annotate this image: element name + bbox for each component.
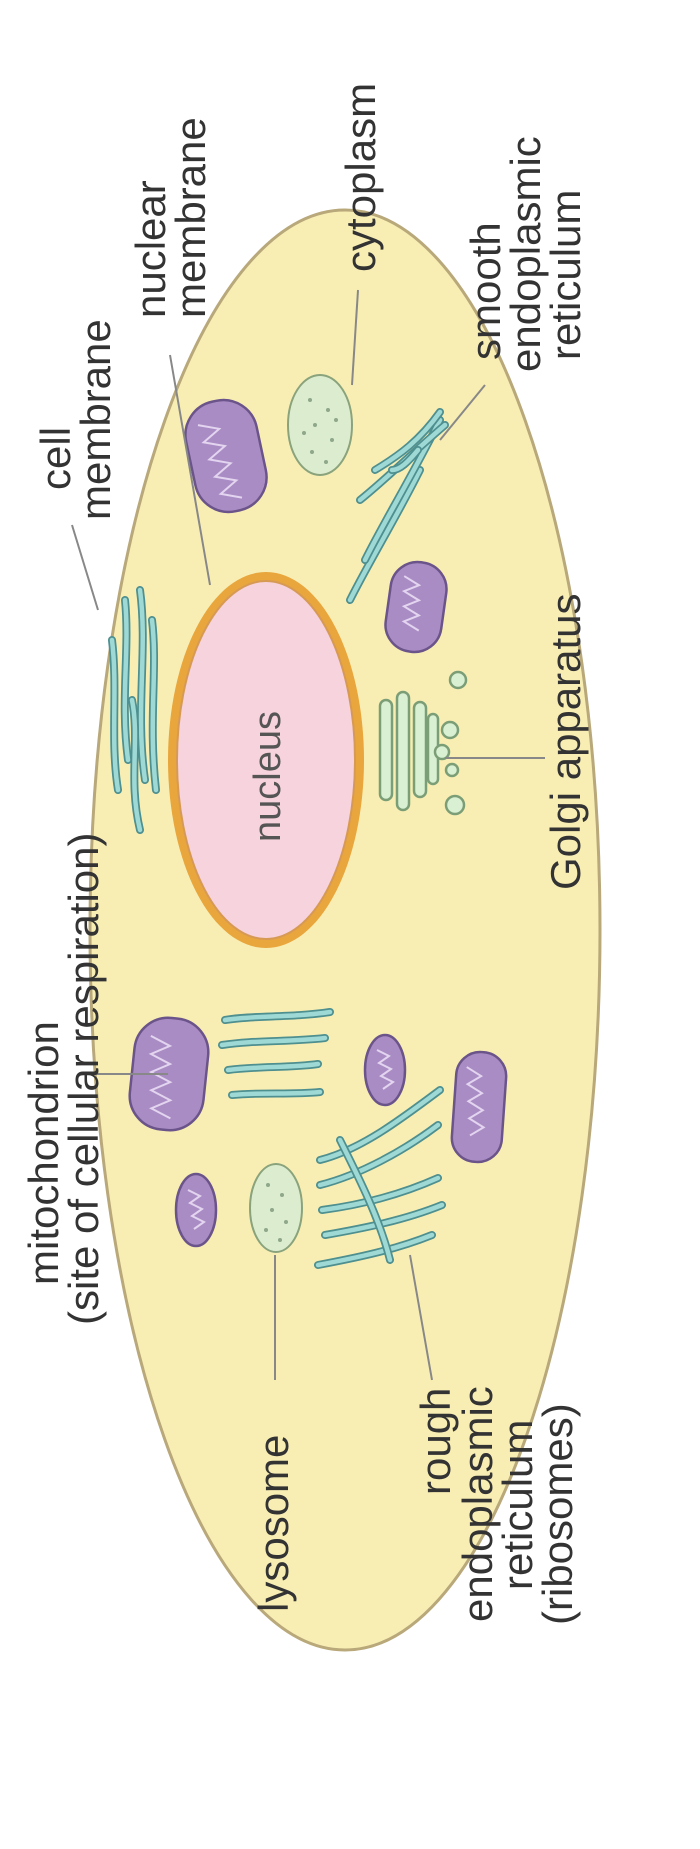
mitochondrion-6 — [176, 1174, 216, 1246]
label-smooth-reticulum: reticulum — [542, 190, 589, 360]
mitochondrion-4 — [450, 1050, 508, 1163]
lysosome-1 — [288, 375, 352, 475]
label-cytoplasm: cytoplasm — [337, 83, 384, 272]
label-lysosome: lysosome — [250, 1435, 297, 1612]
leader-cell-membrane — [72, 525, 98, 610]
label-cell-membrane: membrane — [72, 319, 119, 520]
label-mitochondrion-note: (site of cellular respiration) — [60, 832, 107, 1325]
label-rough: rough — [412, 1388, 459, 1495]
lysosome-2 — [250, 1164, 302, 1252]
label-nucleus: nucleus — [247, 711, 289, 842]
label-rough-ribosomes: (ribosomes) — [534, 1403, 581, 1625]
mitochondrion-5 — [365, 1035, 405, 1105]
label-nuclear-membrane: membrane — [167, 117, 214, 318]
label-golgi-apparatus: Golgi apparatus — [542, 593, 589, 890]
